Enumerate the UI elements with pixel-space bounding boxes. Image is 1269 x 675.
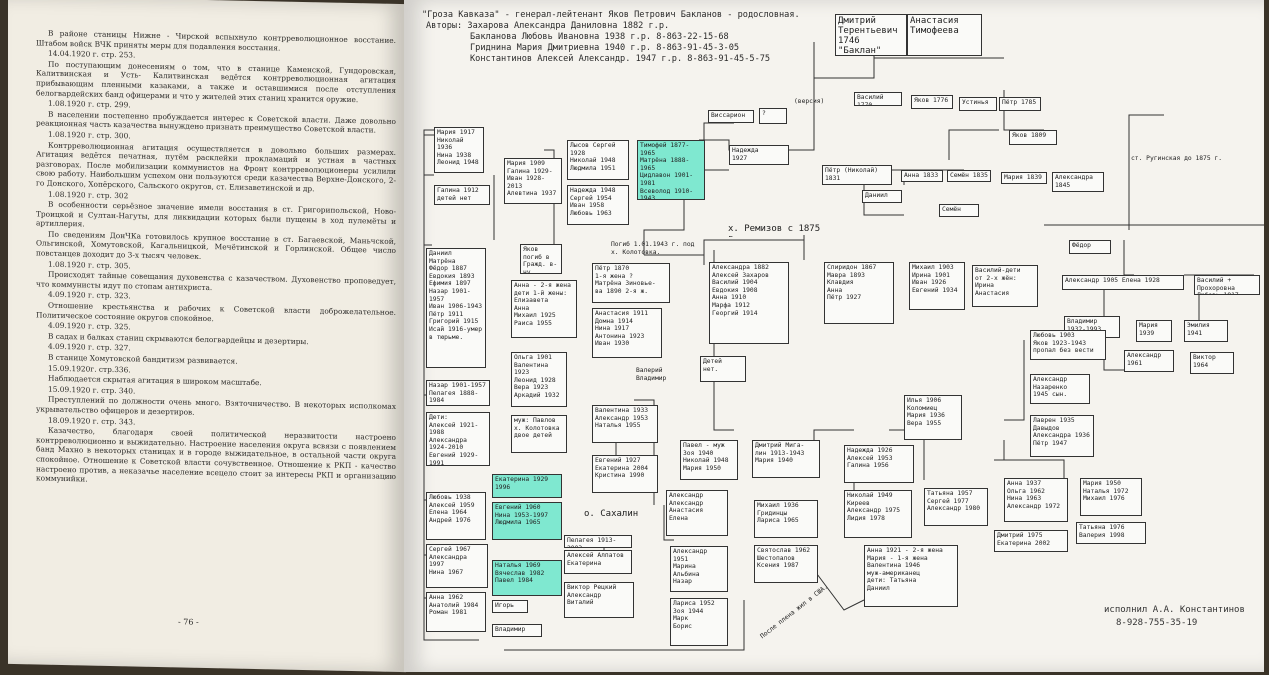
author-line: Бакланова Любовь Ивановна 1938 г.р. 8-86… bbox=[470, 32, 729, 42]
tree-node: Анна 1921 - 2-я жена Мария - 1-я жена Ва… bbox=[864, 545, 958, 607]
right-page: "Гроза Кавказа" - генерал-лейтенант Яков… bbox=[404, 0, 1264, 672]
author-line: Константинов Алексей Александр. 1947 г.р… bbox=[470, 54, 771, 64]
tree-node: Василий 1770 bbox=[854, 92, 902, 106]
tree-node: Валентина 1933 Александр 1953 Наталья 19… bbox=[592, 405, 658, 443]
tree-node: Яков 1776 bbox=[911, 95, 953, 109]
tree-node: Василий + Прохоровна Любовь 1917 bbox=[1194, 275, 1260, 295]
tree-node: Виктор 1964 bbox=[1190, 352, 1234, 374]
tree-node: Анна - 2-я жена дети 1-й жены: Елизавета… bbox=[511, 280, 577, 338]
tree-node: Анна 1962 Анатолий 1984 Роман 1981 bbox=[426, 592, 486, 632]
tree-node: Николай 1949 Киреев Александр 1975 Лидия… bbox=[844, 490, 912, 538]
tree-node: Спиридон 1867 Мавра 1893 Клавдия Анна Пё… bbox=[824, 262, 894, 324]
credit: исполнил А.А. Константинов 8-928-755-35-… bbox=[1104, 604, 1245, 630]
tree-node: Александр Назаренко 1945 сын. bbox=[1030, 374, 1090, 404]
tree-node: Татьяна 1957 Сергей 1977 Александр 1980 bbox=[924, 488, 988, 526]
tree-node: Надежда 1948 Сергей 1954 Иван 1958 Любов… bbox=[567, 185, 629, 225]
tree-node: Лариса 1952 Зоя 1944 Марк Борис bbox=[670, 598, 728, 646]
tree-node: Семён bbox=[939, 204, 979, 217]
tree-node: Даниил bbox=[862, 190, 902, 203]
chart-title: "Гроза Кавказа" - генерал-лейтенант Яков… bbox=[422, 10, 800, 20]
tree-node-highlighted: Евгений 1960 Нина 1953-1997 Людмила 1965 bbox=[492, 502, 562, 540]
tree-node-root: Дмитрий Терентьевич 1746 "Баклан" bbox=[835, 14, 907, 56]
tree-node: Павел - муж Зоя 1940 Николай 1948 Мария … bbox=[680, 440, 738, 480]
tree-node: Эмилия 1941 bbox=[1184, 320, 1228, 342]
tree-note: (версия) bbox=[794, 98, 825, 105]
paragraph: Контрреволюционная агитация осуществляет… bbox=[36, 140, 396, 194]
tree-node: Владимир bbox=[492, 624, 542, 637]
tree-node: Александр Александр Анастасия Елена bbox=[666, 490, 728, 536]
tree-node: Мария 1950 Наталья 1972 Михаил 1976 bbox=[1080, 478, 1142, 516]
tree-node: муж: Павлов х. Колотовка двое детей bbox=[511, 415, 567, 453]
tree-node: Мария 1909 Галина 1929- Иван 1928-2013 А… bbox=[504, 158, 562, 204]
left-page-text: В районе станицы Нижне - Чирской вспыхну… bbox=[36, 28, 396, 491]
tree-node: Даниил Матрёна Фёдор 1887 Евдокия 1893 Е… bbox=[426, 248, 486, 368]
tree-node: Надежда 1926 Алексей 1953 Галина 1956 bbox=[844, 445, 914, 483]
tree-node: Лысов Сергей 1928 Николай 1948 Людмила 1… bbox=[567, 140, 629, 180]
tree-note: Валерий Владимир bbox=[636, 367, 667, 382]
tree-node: Любовь 1903 Яков 1923-1943 пропал без ве… bbox=[1030, 330, 1106, 360]
chart-header: "Гроза Кавказа" - генерал-лейтенант Яков… bbox=[422, 10, 800, 65]
tree-node: Евгений 1927 Екатерина 2004 Кристина 199… bbox=[592, 455, 658, 493]
tree-node-root-wife: Анастасия Тимофеева bbox=[907, 14, 982, 56]
author-line: Гриднина Мария Дмитриевна 1940 г.р. 8-86… bbox=[470, 43, 740, 53]
tree-node: Татьяна 1976 Валерия 1998 bbox=[1076, 522, 1146, 544]
tree-node: Александра 1845 bbox=[1052, 172, 1104, 192]
tree-node: Мария 1839 bbox=[1001, 172, 1047, 184]
tree-node: Святослав 1962 Шестопалов Ксения 1987 bbox=[754, 545, 818, 583]
tree-node: Любовь 1938 Алексей 1959 Елена 1964 Андр… bbox=[426, 492, 486, 540]
tree-node: Михаил 1903 Ирина 1901 Иван 1926 Евгений… bbox=[909, 262, 965, 310]
tree-node: Мария 1917 Николай 1936 Нина 1938 Леонид… bbox=[434, 127, 484, 173]
credit-author: исполнил А.А. Константинов bbox=[1104, 605, 1245, 615]
tree-node: Дети: Алексей 1921-1988 Александра 1924-… bbox=[426, 412, 490, 466]
tree-node: Алексей Алпатов Екатерина bbox=[564, 550, 632, 574]
tree-node: Мария 1939 bbox=[1136, 320, 1172, 342]
tree-node: Александра 1882 Алексей Захаров Василий … bbox=[709, 262, 789, 344]
tree-note: х. Ремизов с 1875 г. bbox=[728, 224, 821, 237]
tree-node: Дмитрий Мига- лин 1913-1943 Мария 1940 bbox=[752, 440, 820, 478]
tree-node: Василий-дети от 2-х жён: Ирина Анастасия bbox=[972, 265, 1038, 307]
tree-node: Анастасия 1911 Домна 1914 Нина 1917 Анто… bbox=[592, 308, 662, 358]
tree-node: Пётр 1870 1-я жена ? Матрёна Зиновье- ва… bbox=[592, 263, 670, 303]
tree-node: Виктор Рецкий Александр Виталий bbox=[564, 582, 634, 618]
author-line: Авторы: Захарова Александра Даниловна 18… bbox=[426, 21, 670, 31]
paragraph: Казачество, благодаря своей политической… bbox=[36, 425, 396, 484]
tree-node: Надежда 1927 bbox=[729, 145, 789, 165]
tree-node: Яков погиб в Гражд. в-ну bbox=[520, 244, 562, 274]
tree-node: Анна 1937 Ольга 1962 Нина 1963 Александр… bbox=[1004, 478, 1068, 522]
tree-node: Илья 1906 Коломиец Мария 1936 Вера 1955 bbox=[904, 395, 962, 440]
tree-node: Анна 1833 bbox=[901, 170, 943, 182]
tree-node: Пелагея 1913-2003 bbox=[564, 535, 632, 548]
tree-node: Назар 1901-1957 Пелагея 1888-1984 bbox=[426, 380, 490, 406]
tree-note: Погиб 1.01.1943 г. под х. Колотовка. bbox=[611, 241, 695, 256]
page-number: - 76 - bbox=[178, 617, 199, 627]
credit-phone: 8-928-755-35-19 bbox=[1116, 618, 1198, 628]
tree-node: Игорь bbox=[492, 600, 528, 613]
left-page: В районе станицы Нижне - Чирской вспыхну… bbox=[8, 0, 406, 673]
tree-node: Яков 1809 bbox=[1009, 130, 1057, 145]
tree-note: о. Сахалин bbox=[584, 509, 639, 519]
tree-node: Александр 1905 Елена 1928 bbox=[1062, 275, 1184, 290]
tree-note: ст. Ругинская до 1875 г. bbox=[1131, 155, 1222, 162]
tree-node: Пётр 1785 bbox=[999, 97, 1041, 111]
tree-node: Детей нет. bbox=[700, 356, 746, 382]
tree-node: Виссарион bbox=[708, 110, 754, 123]
tree-node: Семён 1835 bbox=[947, 170, 991, 182]
tree-node: Лаврен 1935 Давыдов Александра 1936 Пётр… bbox=[1030, 415, 1094, 457]
tree-node-highlighted: Тимофей 1877-1965 Матрёна 1888-1965 Цидл… bbox=[637, 140, 705, 200]
tree-node: Дмитрий 1975 Екатерина 2002 bbox=[994, 530, 1068, 552]
tree-node-highlighted: Наталья 1969 Вячеслав 1982 Павел 1984 bbox=[492, 560, 562, 596]
tree-node: Пётр (Николай) 1831 bbox=[822, 165, 892, 185]
tree-node: Устинья bbox=[959, 97, 997, 111]
tree-node: ? bbox=[759, 108, 787, 124]
tree-node: Александр 1951 Марина Альбина Назар bbox=[670, 546, 728, 592]
tree-node: Сергей 1967 Александра 1997 Нина 1967 bbox=[426, 544, 488, 588]
tree-node: Ольга 1901 Валентина 1923 Леонид 1928 Ве… bbox=[511, 352, 567, 407]
tree-node: Фёдор bbox=[1069, 240, 1111, 254]
tree-node-highlighted: Екатерина 1929 1996 bbox=[492, 474, 562, 498]
tree-node: Михаил 1936 Гридинцы Лариса 1965 bbox=[754, 500, 818, 538]
tree-node: Александр 1961 bbox=[1124, 350, 1174, 372]
tree-node: Галина 1912 детей нет bbox=[434, 185, 490, 205]
paragraph: По поступающим донесениям о том, что в с… bbox=[36, 59, 396, 104]
